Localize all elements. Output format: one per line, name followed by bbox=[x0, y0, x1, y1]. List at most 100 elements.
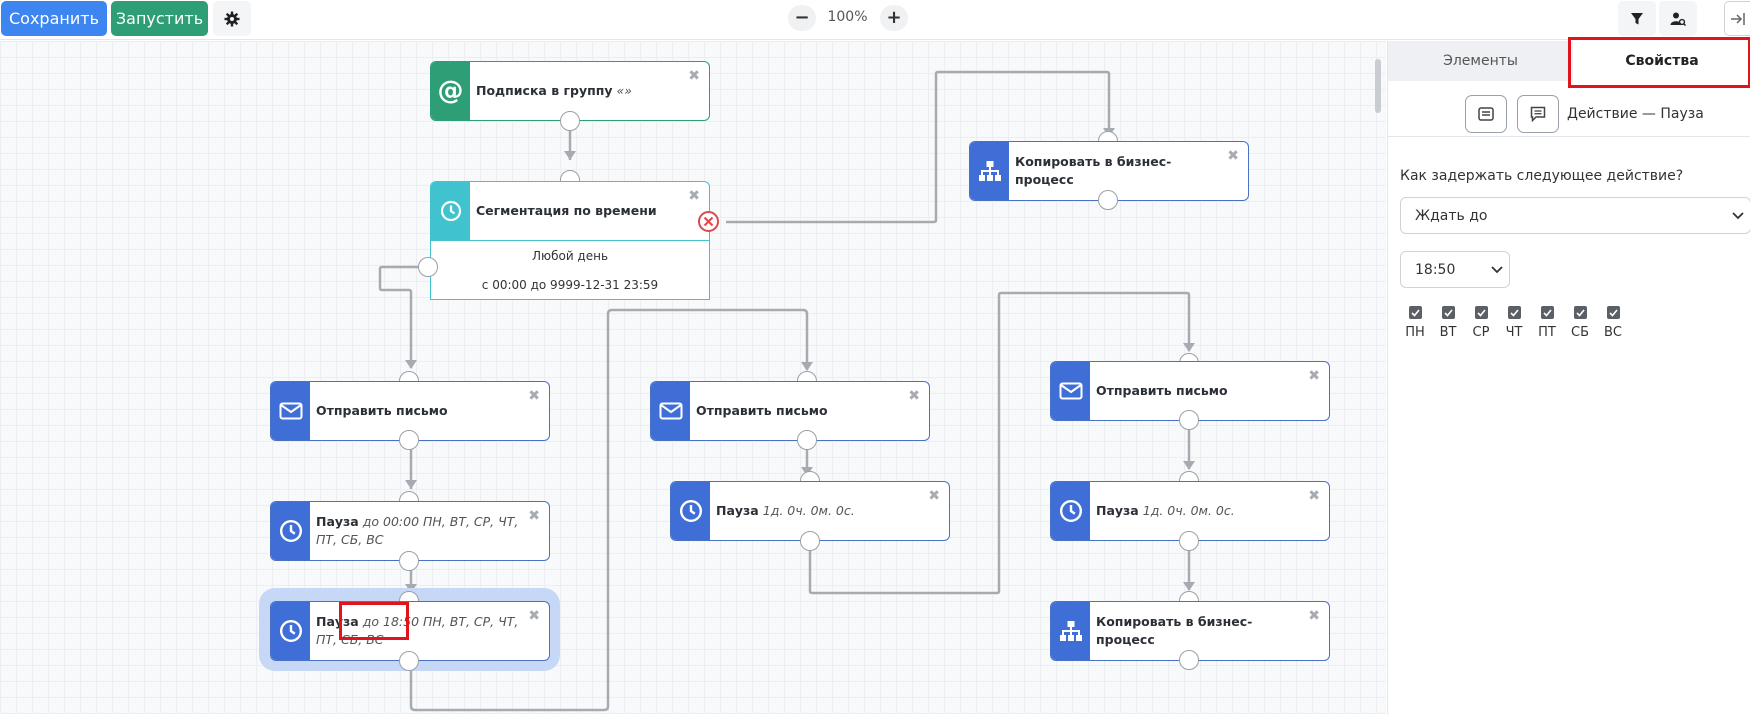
minus-icon: − bbox=[794, 7, 810, 28]
output-port[interactable] bbox=[1179, 531, 1199, 551]
delay-mode-select[interactable]: Ждать до bbox=[1400, 197, 1750, 234]
checkbox-checked-icon[interactable] bbox=[1474, 306, 1488, 319]
day-checkbox-tue[interactable]: ВТ bbox=[1433, 306, 1463, 340]
tab-properties[interactable]: Свойства bbox=[1573, 41, 1750, 81]
node-time-segmentation[interactable]: Сегментация по времени ✖ bbox=[430, 181, 710, 241]
clock-icon bbox=[1051, 482, 1090, 540]
error-port-icon[interactable] bbox=[698, 211, 719, 232]
output-port[interactable] bbox=[797, 430, 817, 450]
checkbox-checked-icon[interactable] bbox=[1408, 306, 1422, 319]
node-detail: до 00:00 ПН, ВТ, СР, ЧТ, ПТ, СБ, ВС bbox=[316, 514, 519, 547]
envelope-icon bbox=[271, 382, 310, 440]
panel-tabs: Элементы Свойства bbox=[1388, 41, 1750, 81]
close-icon[interactable]: ✖ bbox=[1227, 148, 1239, 164]
checkbox-checked-icon[interactable] bbox=[1507, 306, 1521, 319]
day-checkbox-wed[interactable]: СР bbox=[1466, 306, 1496, 340]
day-checkbox-fri[interactable]: ПТ bbox=[1532, 306, 1562, 340]
settings-button[interactable] bbox=[213, 1, 251, 36]
checkbox-checked-icon[interactable] bbox=[1540, 306, 1554, 319]
close-icon[interactable]: ✖ bbox=[1308, 368, 1320, 384]
node-title: Подписка в группу bbox=[476, 83, 613, 98]
sitemap-icon bbox=[970, 142, 1009, 200]
output-port[interactable] bbox=[1179, 650, 1199, 670]
divider bbox=[1388, 136, 1750, 137]
message-button[interactable] bbox=[1465, 95, 1507, 133]
canvas-scrollbar[interactable] bbox=[1375, 59, 1381, 113]
workflow-canvas[interactable]: @ Подписка в группу«» ✖ Сегментация по в… bbox=[0, 41, 1386, 714]
envelope-icon bbox=[651, 382, 690, 440]
delay-question: Как задержать следующее действие? bbox=[1400, 168, 1684, 184]
delay-mode-value: Ждать до bbox=[1415, 207, 1488, 224]
clock-icon bbox=[271, 502, 310, 560]
day-checkbox-thu[interactable]: ЧТ bbox=[1499, 306, 1529, 340]
user-search-icon bbox=[1670, 12, 1686, 26]
checkbox-checked-icon[interactable] bbox=[1573, 306, 1587, 319]
node-title: Пауза bbox=[316, 514, 359, 529]
output-port[interactable] bbox=[399, 430, 419, 450]
output-port[interactable] bbox=[399, 651, 419, 671]
tab-elements[interactable]: Элементы bbox=[1388, 41, 1573, 81]
collapse-panel-button[interactable] bbox=[1724, 1, 1750, 36]
segment-condition[interactable]: Любой день с 00:00 до 9999-12-31 23:59 bbox=[430, 241, 710, 300]
close-icon[interactable]: ✖ bbox=[528, 608, 540, 624]
checkbox-checked-icon[interactable] bbox=[1606, 306, 1620, 319]
filter-icon bbox=[1631, 12, 1643, 24]
close-icon[interactable]: ✖ bbox=[688, 68, 700, 84]
sitemap-icon bbox=[1051, 602, 1090, 660]
node-detail: 1д. 0ч. 0м. 0с. bbox=[762, 503, 855, 518]
close-icon[interactable]: ✖ bbox=[1308, 608, 1320, 624]
segment-output-port[interactable] bbox=[418, 257, 438, 277]
node-title: Отправить письмо bbox=[316, 403, 448, 418]
comment-icon bbox=[1530, 106, 1546, 122]
highlight-box bbox=[339, 602, 409, 640]
output-port[interactable] bbox=[1098, 190, 1118, 210]
user-search-button[interactable] bbox=[1659, 1, 1697, 36]
time-select[interactable]: 18:50 bbox=[1400, 251, 1510, 288]
properties-panel: Элементы Свойства Действие — Пауза Как з… bbox=[1387, 37, 1750, 714]
node-detail: «» bbox=[616, 83, 632, 98]
node-title: Копировать в бизнес-процесс bbox=[1015, 154, 1172, 187]
close-icon[interactable]: ✖ bbox=[528, 508, 540, 524]
zoom-level: 100% bbox=[827, 9, 868, 25]
zoom-out-button[interactable]: − bbox=[788, 5, 816, 31]
clock-icon bbox=[671, 482, 710, 540]
node-title: Пауза bbox=[716, 503, 759, 518]
node-copy-to-business-process[interactable]: Копировать в бизнес-процесс ✖ bbox=[969, 141, 1249, 201]
clock-icon bbox=[431, 182, 470, 240]
day-checkbox-sun[interactable]: ВС bbox=[1598, 306, 1628, 340]
close-icon[interactable]: ✖ bbox=[528, 388, 540, 404]
segment-time-range: с 00:00 до 9999-12-31 23:59 bbox=[481, 278, 659, 292]
checkbox-checked-icon[interactable] bbox=[1441, 306, 1455, 319]
node-title: Сегментация по времени bbox=[476, 203, 657, 218]
save-button[interactable]: Сохранить bbox=[1, 1, 107, 36]
day-checkbox-sat[interactable]: СБ bbox=[1565, 306, 1595, 340]
time-value: 18:50 bbox=[1415, 261, 1456, 278]
node-title: Копировать в бизнес-процесс bbox=[1096, 614, 1253, 647]
clock-icon bbox=[271, 602, 310, 660]
node-detail: 1д. 0ч. 0м. 0с. bbox=[1142, 503, 1235, 518]
output-port[interactable] bbox=[800, 531, 820, 551]
at-icon: @ bbox=[431, 62, 470, 120]
day-checkbox-mon[interactable]: ПН bbox=[1400, 306, 1430, 340]
node-title: Пауза bbox=[1096, 503, 1139, 518]
close-icon[interactable]: ✖ bbox=[928, 488, 940, 504]
comment-button[interactable] bbox=[1517, 95, 1559, 133]
filter-button[interactable] bbox=[1618, 1, 1656, 36]
message-icon bbox=[1478, 107, 1494, 121]
output-port[interactable] bbox=[560, 111, 580, 131]
node-send-email[interactable]: Отправить письмо ✖ bbox=[650, 381, 930, 441]
highlight-box bbox=[1568, 37, 1750, 88]
node-title: Отправить письмо bbox=[1096, 383, 1228, 398]
output-port[interactable] bbox=[399, 551, 419, 571]
close-icon[interactable]: ✖ bbox=[1308, 488, 1320, 504]
node-title: Пауза bbox=[316, 614, 359, 629]
toolbar: Сохранить Запустить − 100% + bbox=[0, 0, 1750, 40]
run-button[interactable]: Запустить bbox=[111, 1, 208, 36]
close-icon[interactable]: ✖ bbox=[908, 388, 920, 404]
output-port[interactable] bbox=[1179, 410, 1199, 430]
zoom-in-button[interactable]: + bbox=[880, 5, 908, 31]
close-icon[interactable]: ✖ bbox=[688, 188, 700, 204]
segment-day-label: Любой день bbox=[531, 249, 609, 263]
plus-icon: + bbox=[886, 7, 902, 28]
